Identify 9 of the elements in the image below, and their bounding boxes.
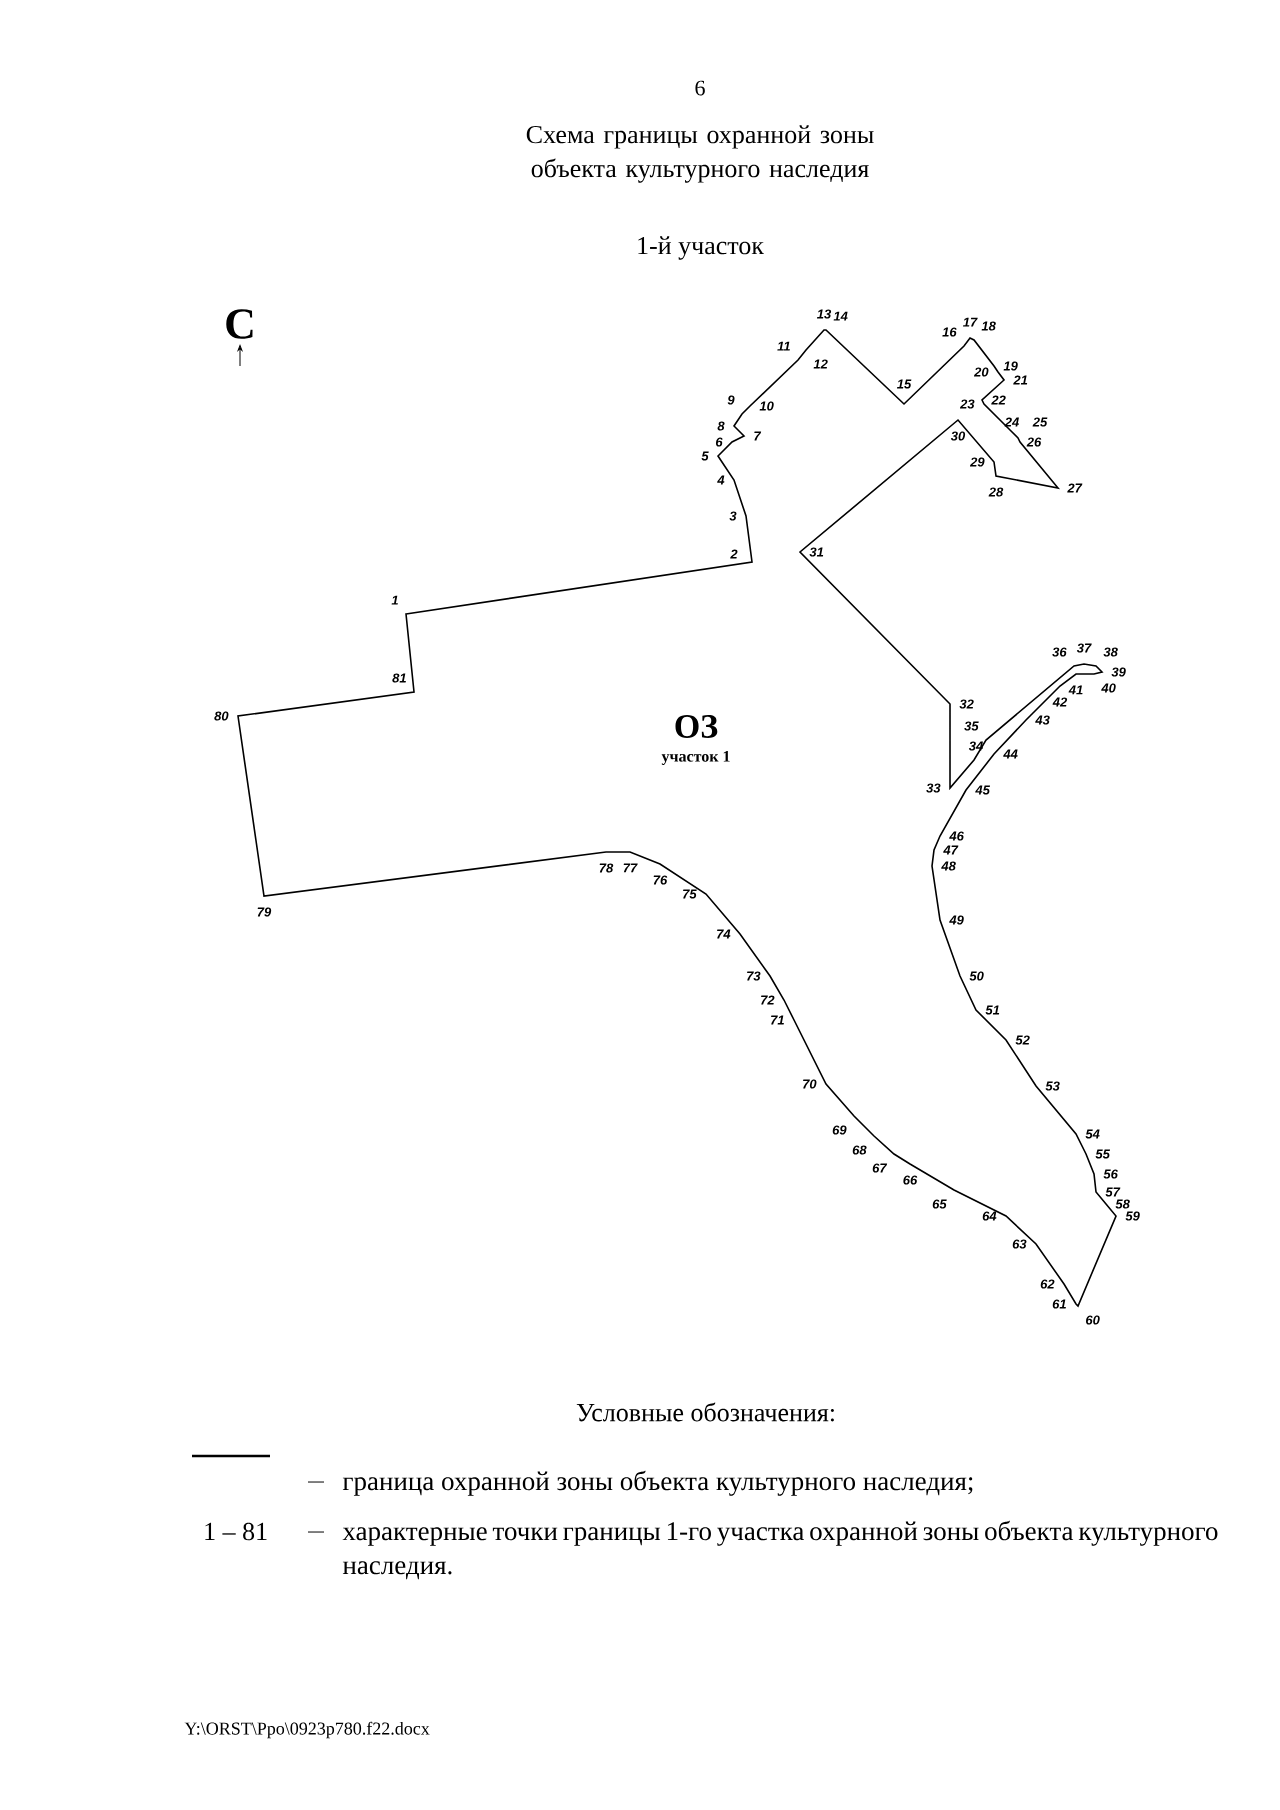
file-path: Y:\ORST\Ppo\0923p780.f22.docx: [184, 1721, 430, 1739]
legend-symbol: 1 – 81: [205, 1522, 267, 1541]
legend-heading: Условные обозначения:: [576, 1402, 834, 1422]
page-number: 6: [695, 80, 705, 96]
legend-text: граница охранной зоны объекта культурного наследия;: [342, 1470, 973, 1496]
subtitle: 1-й участок: [638, 236, 764, 260]
title: Схема границы охранной зоны объекта культурного наследия: [526, 125, 874, 183]
legend-text: характерные точки границы 1-го участка охранной зоны объекта культурного наследия.: [342, 1520, 1218, 1580]
north-label: С: [226, 309, 253, 339]
